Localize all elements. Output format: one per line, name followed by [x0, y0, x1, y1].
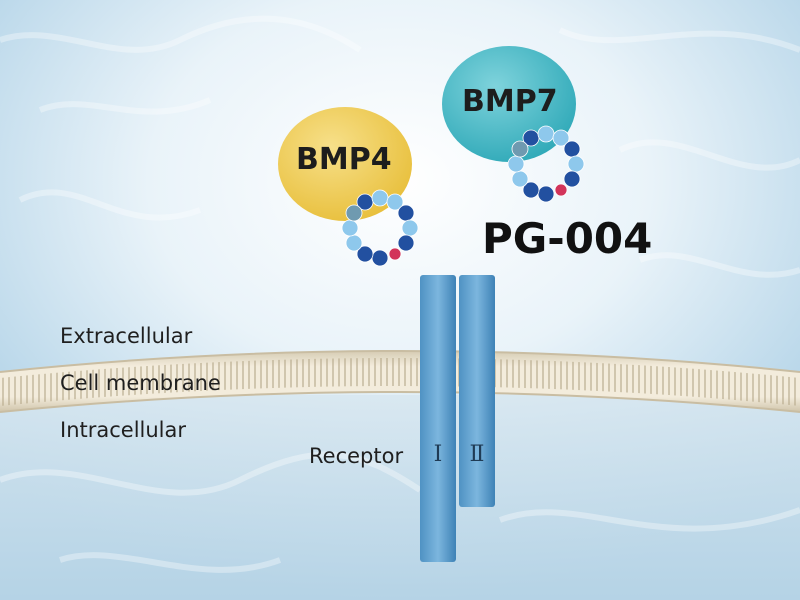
peptide-bead [386, 193, 404, 211]
receptor-type-2-label: Ⅱ [469, 442, 485, 467]
receptor-type-2 [459, 275, 495, 507]
cell-membrane-label: Cell membrane [60, 371, 221, 395]
peptide-name-label: PG-004 [482, 214, 653, 263]
intracellular-label: Intracellular [60, 418, 187, 442]
peptide-bead [401, 219, 419, 237]
peptide-bead [397, 234, 415, 252]
peptide-bead [507, 155, 525, 173]
peptide-bead [371, 189, 389, 207]
receptor-type-1 [420, 275, 456, 562]
peptide-bead [522, 181, 540, 199]
intracellular-background [0, 395, 800, 600]
receptor-type-1-label: Ⅰ [433, 442, 443, 467]
peptide-bead [356, 245, 374, 263]
peptide-bead [341, 219, 359, 237]
peptide-bead [388, 247, 402, 261]
water-caustics [0, 15, 800, 573]
bmp7-label: BMP7 [462, 84, 558, 119]
bmp7-peptide-chain [507, 125, 585, 203]
bmp4-peptide-chain [341, 189, 419, 267]
peptide-bead [537, 185, 555, 203]
peptide-bead [554, 183, 568, 197]
receptor-label: Receptor [309, 444, 404, 468]
peptide-bead [371, 249, 389, 267]
extracellular-label: Extracellular [60, 324, 193, 348]
cell-membrane [0, 350, 800, 413]
peptide-bead [511, 140, 529, 158]
peptide-bead [397, 204, 415, 222]
bmp4-label: BMP4 [296, 142, 392, 177]
peptide-bead [567, 155, 585, 173]
peptide-bead [345, 234, 363, 252]
peptide-bead [563, 140, 581, 158]
peptide-bead [511, 170, 529, 188]
peptide-bead [537, 125, 555, 143]
peptide-bead [552, 129, 570, 147]
peptide-bead [563, 170, 581, 188]
peptide-bead [345, 204, 363, 222]
